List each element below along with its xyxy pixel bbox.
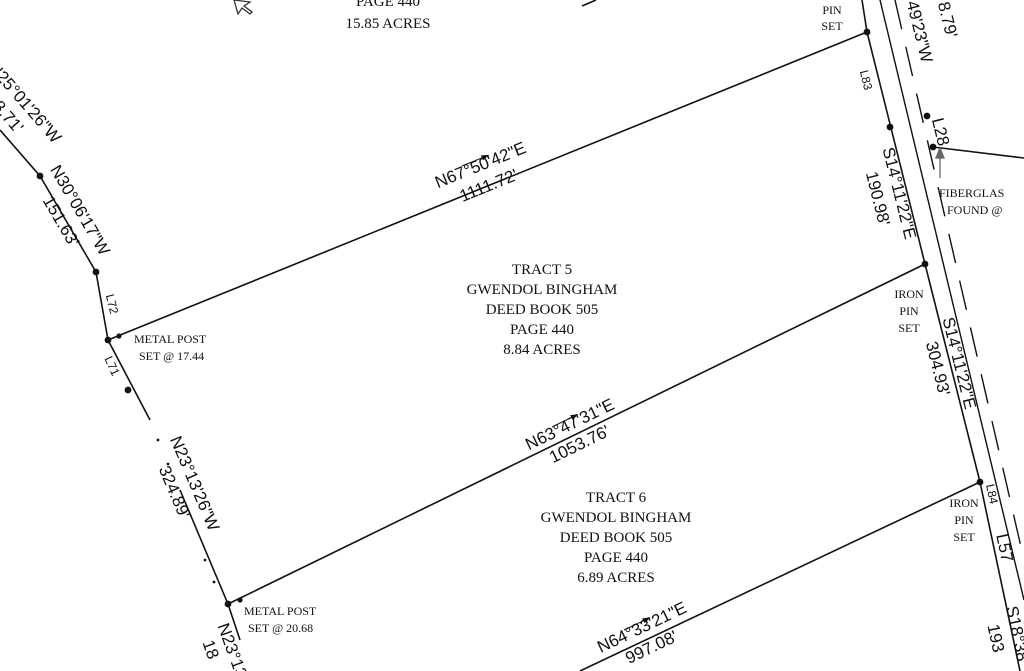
corner-point: [124, 386, 132, 394]
course-s14a: S14°11'22"E 190.98': [862, 145, 920, 241]
marker-text: PIN: [954, 513, 974, 527]
west-line-bottom: [227, 603, 241, 641]
direction-arrow-icon: [623, 617, 651, 631]
corner-point: [224, 600, 232, 608]
south-line-tract5: [227, 263, 926, 605]
corner-point: [92, 268, 100, 276]
course-top-right: 49'23"W 8.79': [903, 0, 961, 65]
course-n23a: N23°13'26"W 324.89': [155, 433, 223, 534]
marker-text: PIN: [822, 3, 842, 17]
corner-point: [36, 172, 44, 180]
direction-arrow-icon: [461, 154, 490, 167]
pin-top-label: PIN SET: [821, 3, 843, 33]
road-solid: [879, 0, 1024, 601]
dotted-segment: [156, 438, 216, 584]
corner-point: [104, 336, 112, 344]
tract-deed: DEED BOOK 505: [486, 302, 599, 318]
tract-name: TRACT 6: [586, 490, 647, 506]
east-line-bottom: [979, 481, 1021, 671]
fiberglass-line: [932, 146, 1024, 159]
marker-text: PIN: [899, 304, 919, 318]
corner-point: [976, 478, 984, 486]
tract-acres: 6.89 ACRES: [577, 570, 655, 586]
east-line-top: [861, 0, 868, 33]
corner-point: [921, 260, 929, 268]
corner-point: [237, 597, 243, 603]
line-id-label: L83: [857, 69, 876, 92]
west-line-lower: [179, 489, 229, 605]
marker-text: SET: [898, 321, 920, 335]
line-id-label: L28: [928, 116, 953, 148]
line-id-label: L72: [103, 293, 122, 316]
line-id-label: L84: [983, 483, 1001, 506]
course-s18: S18°38 193: [983, 604, 1024, 663]
marker-text: FOUND @: [947, 203, 1002, 217]
north-line-tract5: [107, 31, 868, 341]
corner-points: [36, 28, 984, 608]
line-id-label: L71: [102, 354, 123, 378]
iron-pin-2-label: IRON PIN SET: [949, 496, 979, 544]
course-n25: N25°01'26"W 8.71': [0, 58, 65, 147]
south-line-tract6: [579, 481, 981, 671]
corner-point: [886, 123, 894, 131]
west-line-upper: [0, 129, 151, 421]
corner-point: [863, 28, 871, 36]
tract-page: PAGE 440: [356, 0, 420, 10]
marker-text: SET @ 17.44: [139, 349, 204, 363]
marker-text: METAL POST: [244, 604, 317, 618]
metal-post-2-label: METAL POST SET @ 20.68: [244, 604, 317, 635]
marker-text: SET: [953, 530, 975, 544]
marker-text: IRON: [894, 287, 924, 301]
tract-upper-label: PAGE 440 15.85 ACRES: [345, 0, 430, 32]
corner-point: [116, 333, 122, 339]
metal-post-1-label: METAL POST SET @ 17.44: [134, 332, 207, 363]
tract-name: TRACT 5: [512, 262, 572, 278]
cursor-arrow-icon: [233, 0, 253, 16]
corner-point: [923, 112, 931, 120]
road-dashed: [894, 0, 1024, 561]
distance-text: 193: [983, 622, 1007, 654]
tract-page: PAGE 440: [584, 550, 648, 566]
fiberglass-label: FIBERGLAS FOUND @: [939, 186, 1004, 217]
course-n23b: N23°13' 18: [198, 621, 252, 671]
iron-pin-1-label: IRON PIN SET: [894, 287, 924, 335]
marker-text: IRON: [949, 496, 979, 510]
marker-text: SET: [821, 19, 843, 33]
road-lines: [879, 0, 1024, 601]
east-line: [866, 31, 981, 483]
tract-owner: GWENDOL BINGHAM: [541, 510, 692, 526]
direction-arrow-icon: [551, 414, 579, 428]
tract-page: PAGE 440: [510, 322, 574, 338]
marker-text: METAL POST: [134, 332, 207, 346]
marker-text: SET @ 20.68: [248, 621, 313, 635]
tract-6-label: TRACT 6 GWENDOL BINGHAM DEED BOOK 505 PA…: [541, 490, 692, 586]
bearing-text: N25°01'26"W: [0, 58, 65, 147]
tract-owner: GWENDOL BINGHAM: [467, 282, 618, 298]
course-n64: N64°33'21"E 997.08': [594, 598, 689, 668]
top-slash: [581, 0, 597, 7]
tract-deed: DEED BOOK 505: [560, 530, 673, 546]
tract-acres: 15.85 ACRES: [345, 16, 430, 32]
corner-point: [929, 143, 937, 151]
marker-text: FIBERGLAS: [939, 186, 1004, 200]
tract-5-label: TRACT 5 GWENDOL BINGHAM DEED BOOK 505 PA…: [467, 262, 618, 358]
fiberglass-arrow-icon: [935, 146, 945, 178]
tract-acres: 8.84 ACRES: [503, 342, 581, 358]
distance-text: 8.79': [934, 0, 961, 40]
